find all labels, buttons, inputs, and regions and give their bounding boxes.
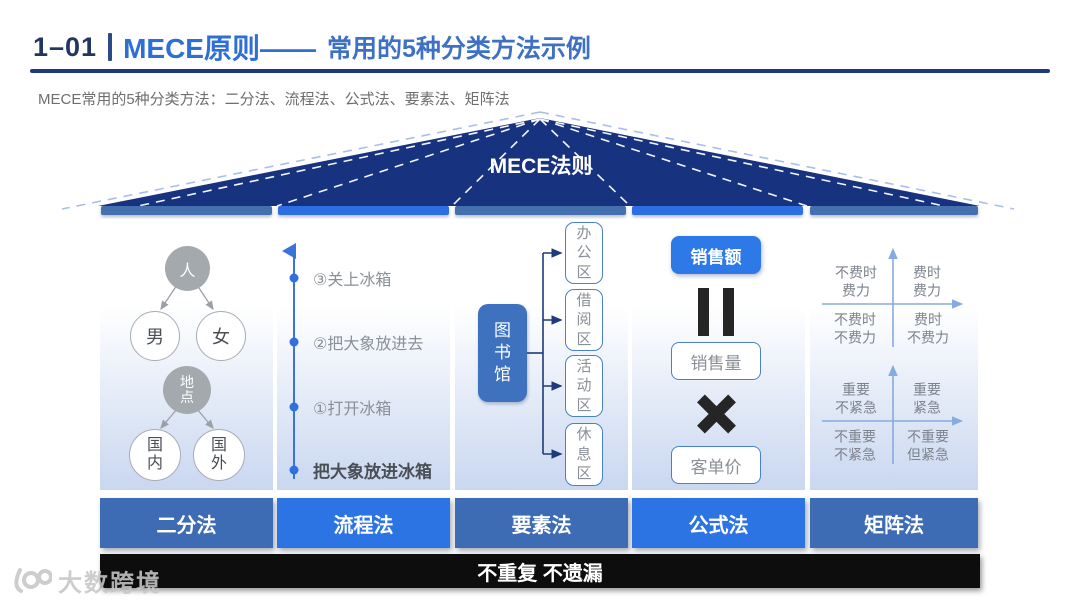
mece-roof: MECE法则 <box>61 111 1015 210</box>
tree-node-male: 男 <box>130 311 180 361</box>
m1-quad-bl: 不费时 不费力 <box>834 311 876 346</box>
library-box: 图书馆 <box>478 304 527 402</box>
process-step-2: ②把大象放进去 <box>313 336 424 353</box>
panel-process: ③关上冰箱 ②把大象放进去 ①打开冰箱 把大象放进冰箱 <box>277 219 450 490</box>
m1-quad-tr: 费时 费力 <box>913 264 941 299</box>
roof-dashed-ray-outer-left <box>61 111 541 210</box>
label-matrix: 矩阵法 <box>810 498 978 548</box>
tree-root-person: 人 <box>165 246 210 291</box>
equals-icon <box>698 288 734 336</box>
roof-dashed-ray-3 <box>451 118 541 206</box>
section-number: 1–01 <box>33 31 98 62</box>
column-cap-1 <box>101 206 272 215</box>
column-cap-2 <box>278 206 449 215</box>
zone-office-box: 办公区 <box>565 222 603 284</box>
title-rest: 常用的5种分类方法示例 <box>326 35 591 63</box>
title-underline <box>30 69 1050 73</box>
roof-triangle <box>98 118 980 206</box>
process-step-1: ①打开冰箱 <box>313 401 392 418</box>
panel-formula: 销售额 销售量 客单价 <box>632 219 805 490</box>
element-connectors <box>527 248 563 459</box>
watermark-logo-icon <box>14 568 52 593</box>
watermark: 大数跨境 <box>8 560 162 600</box>
tree-root-location: 地点 <box>163 366 211 414</box>
label-dichotomy: 二分法 <box>100 498 273 548</box>
label-process: 流程法 <box>277 498 450 548</box>
price-per-customer-box: 客单价 <box>671 446 761 484</box>
m1-quad-tl: 不费时 费力 <box>835 264 877 299</box>
zone-reading-box: 借阅区 <box>565 289 603 351</box>
column-cap-4 <box>632 206 803 215</box>
panel-elements: 图书馆 办公区 借阅区 活动区 休息区 <box>455 219 628 490</box>
label-formula: 公式法 <box>632 498 805 548</box>
title-divider <box>108 33 113 61</box>
tree-connectors <box>160 284 214 429</box>
tree-node-overseas: 国外 <box>193 429 245 481</box>
title-highlight: MECE原则—— <box>123 33 316 64</box>
roof-dashed-ray-6 <box>539 118 945 206</box>
roof-dashed-ray-outer-right <box>539 111 1015 210</box>
roof-label: MECE法则 <box>490 154 593 178</box>
matrix-axes <box>822 247 964 464</box>
watermark-text: 大数跨境 <box>58 569 162 597</box>
tree-node-domestic: 国内 <box>129 429 181 481</box>
panel-dichotomy: 人 男 女 地点 国内 国外 <box>100 219 273 490</box>
column-cap-5 <box>810 206 978 215</box>
subtitle: MECE常用的5种分类方法：二分法、流程法、公式法、要素法、矩阵法 <box>38 91 510 108</box>
zone-activity-box: 活动区 <box>565 355 603 417</box>
column-cap-3 <box>455 206 626 215</box>
tree-node-female: 女 <box>196 311 246 361</box>
m2-quad-br: 不重要 但紧急 <box>907 428 949 463</box>
sales-amount-box: 销售额 <box>671 236 761 274</box>
roof-dashed-ray-2 <box>276 118 541 206</box>
roof-dashed-ray-1 <box>137 118 541 206</box>
roof-dashed-ray-4 <box>539 118 631 206</box>
page-title: 1–01 MECE原则—— 常用的5种分类方法示例 <box>33 27 591 67</box>
m1-quad-br: 费时 不费力 <box>907 311 949 346</box>
panel-matrix: 不费时 费力 费时 费力 不费时 不费力 费时 不费力 重要 不紧急 重要 紧急… <box>810 219 978 490</box>
process-summary: 把大象放进冰箱 <box>313 462 432 482</box>
m2-quad-bl: 不重要 不紧急 <box>834 428 876 463</box>
timeline <box>282 243 299 479</box>
multiply-icon <box>696 394 736 434</box>
zone-rest-box: 休息区 <box>565 423 603 486</box>
banner-text: 不重复 不遗漏 <box>477 562 603 585</box>
process-step-3: ③关上冰箱 <box>313 272 392 289</box>
banner-bar: 不重复 不遗漏 <box>100 554 980 588</box>
m2-quad-tr: 重要 紧急 <box>913 381 941 416</box>
m2-quad-tl: 重要 不紧急 <box>835 381 877 416</box>
label-elements: 要素法 <box>455 498 628 548</box>
sales-volume-box: 销售量 <box>671 342 761 380</box>
